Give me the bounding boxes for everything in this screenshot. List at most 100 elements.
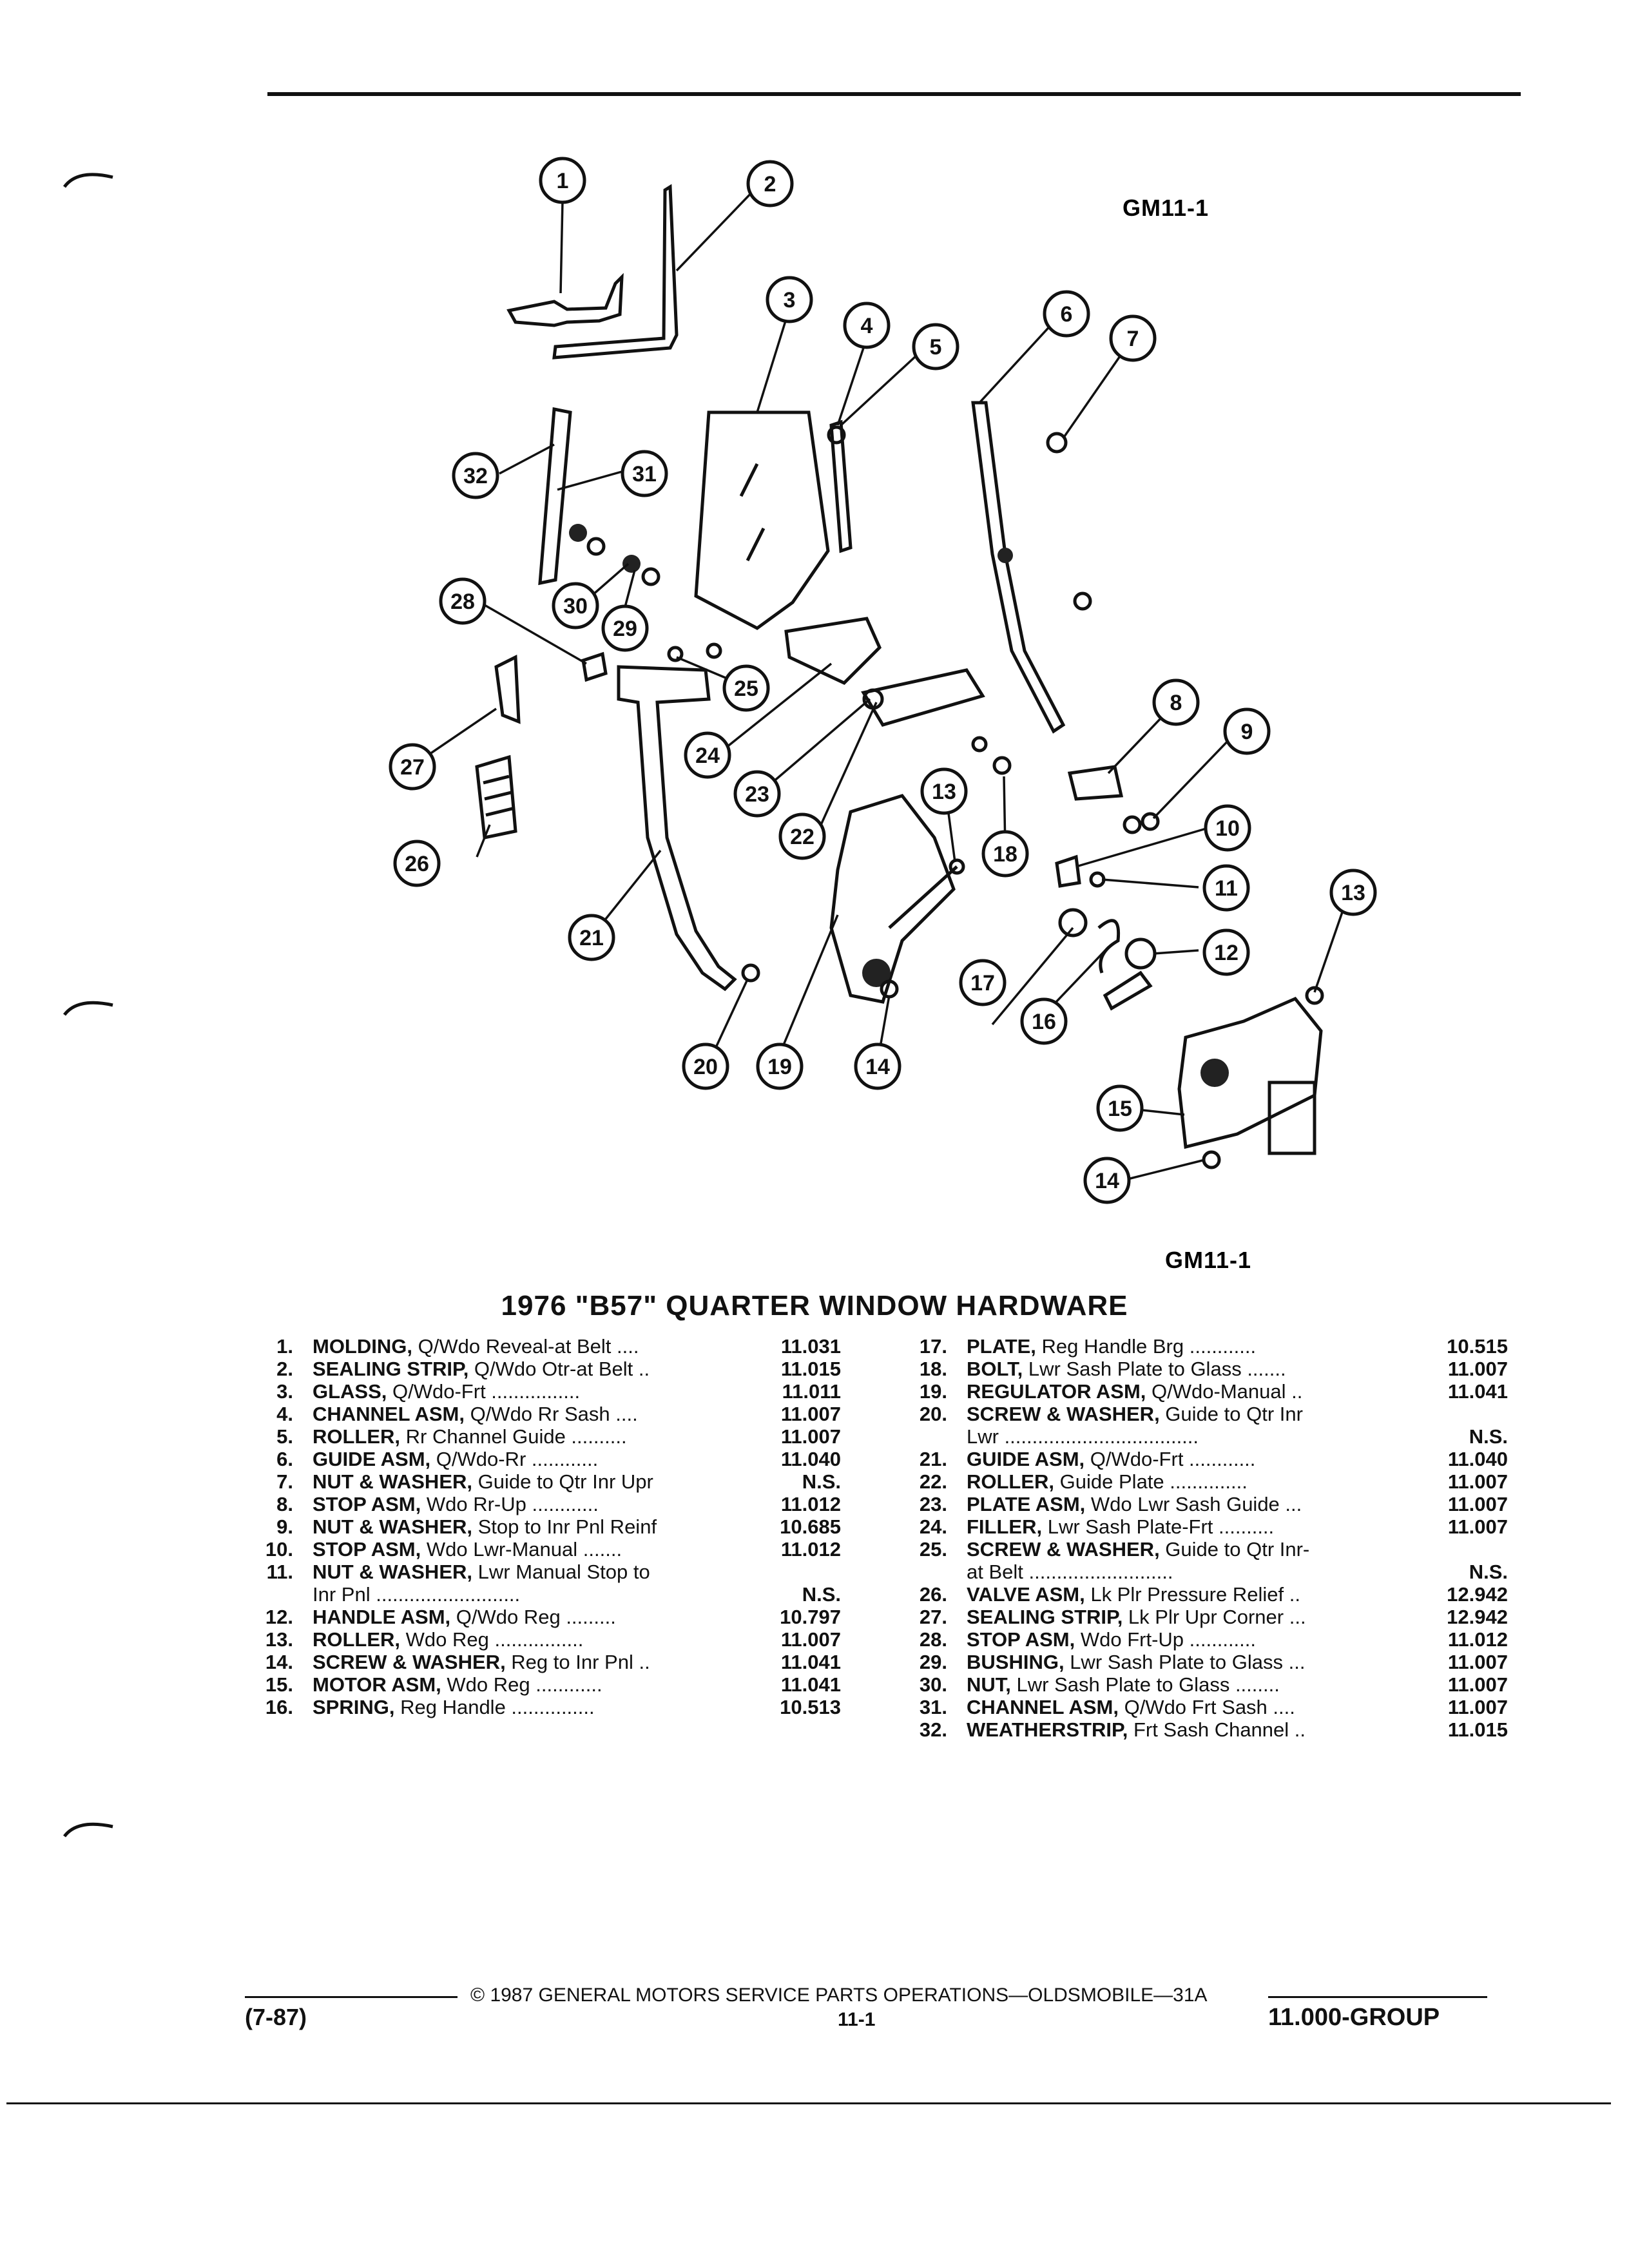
parts-list-right: 17.PLATE, Reg Handle Brg ............10.…	[902, 1335, 1521, 1741]
part-number: 6.	[276, 1448, 293, 1470]
part-detail: Frt Sash Channel	[1133, 1718, 1289, 1741]
parts-list-row: 29.BUSHING, Lwr Sash Plate to Glass ...1…	[902, 1651, 1521, 1673]
part-description: SPRING, Reg Handle ...............	[313, 1696, 751, 1718]
part-reference: N.S.	[1469, 1561, 1508, 1583]
part-manual-regulator	[829, 794, 956, 1004]
parts-list-row: 16.SPRING, Reg Handle ...............10.…	[248, 1696, 854, 1718]
part-rear-guide	[971, 401, 1066, 734]
footer-copyright: © 1987 GENERAL MOTORS SERVICE PARTS OPER…	[470, 1984, 1208, 2006]
part-molding	[506, 273, 624, 327]
part-detail: Q/Wdo-Frt	[1090, 1448, 1184, 1470]
leader-dots: ...	[1284, 1606, 1306, 1628]
part-detail: Guide to Qtr Inr Upr	[477, 1470, 653, 1493]
part-description: SCREW & WASHER, Guide to Qtr Inr	[967, 1403, 1418, 1425]
part-detail: Lwr Sash Plate to Glass	[1028, 1358, 1242, 1380]
callout-14b: 14	[1083, 1157, 1131, 1204]
parts-list-row: 10.STOP ASM, Wdo Lwr-Manual .......11.01…	[248, 1538, 854, 1561]
part-name: SEALING STRIP,	[313, 1358, 474, 1380]
svg-text:1: 1	[557, 169, 569, 193]
parts-list-row: 19.REGULATOR ASM, Q/Wdo-Manual ..11.041	[902, 1380, 1521, 1403]
part-name: VALVE ASM,	[967, 1583, 1091, 1606]
footer-date-code: (7-87)	[245, 2004, 307, 2030]
part-number: 24.	[919, 1515, 947, 1538]
part-handle	[1103, 970, 1153, 1011]
part-name: PLATE,	[967, 1335, 1042, 1358]
part-reference: 11.007	[1447, 1358, 1508, 1380]
part-number: 29.	[919, 1651, 947, 1673]
part-name: STOP ASM,	[313, 1538, 427, 1561]
part-description: SCREW & WASHER, Reg to Inr Pnl ..	[313, 1651, 751, 1673]
part-description: GUIDE ASM, Q/Wdo-Rr ............	[313, 1448, 751, 1470]
leader-dots: ...	[1279, 1493, 1302, 1515]
part-reference: 11.031	[780, 1335, 841, 1358]
part-description: NUT & WASHER, Lwr Manual Stop to	[313, 1561, 751, 1583]
leader-dots: ............	[1184, 1628, 1257, 1651]
svg-text:3: 3	[784, 288, 796, 312]
leader-dots: ...................................	[998, 1425, 1199, 1448]
part-number: 26.	[919, 1583, 947, 1606]
part-name: CHANNEL ASM,	[313, 1403, 470, 1425]
svg-text:14: 14	[1095, 1169, 1119, 1193]
part-detail: Q/Wdo Otr-at Belt	[474, 1358, 633, 1380]
part-name: SEALING STRIP,	[967, 1606, 1128, 1628]
part-description: SEALING STRIP, Q/Wdo Otr-at Belt ..	[313, 1358, 751, 1380]
callout-25: 25	[722, 664, 770, 712]
part-number: 12.	[265, 1606, 293, 1628]
part-name: SCREW & WASHER,	[967, 1538, 1166, 1561]
callout-27: 27	[389, 743, 436, 791]
part-description: Lwr ...................................	[967, 1425, 1418, 1448]
leader-dots: .......	[577, 1538, 622, 1561]
part-reference: 11.012	[1447, 1628, 1508, 1651]
part-detail: Guide to Qtr Inr	[1165, 1403, 1303, 1425]
part-name: NUT & WASHER,	[313, 1470, 478, 1493]
part-description: STOP ASM, Wdo Lwr-Manual .......	[313, 1538, 751, 1561]
part-detail: Stop to Inr Pnl Reinf	[477, 1515, 657, 1538]
part-reference: 11.007	[1447, 1651, 1508, 1673]
leader-dots: ..............	[1164, 1470, 1248, 1493]
callout-14a: 14	[854, 1043, 901, 1090]
part-name: ROLLER,	[313, 1425, 406, 1448]
parts-list-row: 26.VALVE ASM, Lk Plr Pressure Relief ..1…	[902, 1583, 1521, 1606]
callout-16: 16	[1020, 997, 1068, 1045]
part-description: MOLDING, Q/Wdo Reveal-at Belt ....	[313, 1335, 751, 1358]
svg-text:23: 23	[745, 782, 769, 807]
part-detail: at Belt	[967, 1561, 1023, 1583]
svg-text:9: 9	[1241, 720, 1253, 744]
part-number: 27.	[919, 1606, 947, 1628]
part-detail: Guide Plate	[1059, 1470, 1164, 1493]
part-number: 8.	[276, 1493, 293, 1515]
part-detail: Q/Wdo-Manual	[1152, 1380, 1286, 1403]
part-number: 16.	[265, 1696, 293, 1718]
svg-text:30: 30	[563, 594, 588, 619]
part-reference: 11.012	[780, 1538, 841, 1561]
parts-list-row: Lwr ................................... N…	[902, 1425, 1521, 1448]
parts-list-row: 3.GLASS, Q/Wdo-Frt ................11.01…	[248, 1380, 854, 1403]
part-number: 15.	[265, 1673, 293, 1696]
part-description: REGULATOR ASM, Q/Wdo-Manual ..	[967, 1380, 1418, 1403]
part-front-guide	[617, 665, 737, 992]
part-number: 7.	[276, 1470, 293, 1493]
leader-dots: ..	[1286, 1380, 1303, 1403]
part-description: SCREW & WASHER, Guide to Qtr Inr-	[967, 1538, 1418, 1561]
callout-24: 24	[684, 731, 731, 779]
svg-text:12: 12	[1214, 941, 1239, 965]
part-detail: Wdo Lwr-Manual	[426, 1538, 578, 1561]
leader-dots: ..........	[1213, 1515, 1275, 1538]
part-name: NUT & WASHER,	[313, 1515, 478, 1538]
part-reference: N.S.	[1469, 1425, 1508, 1448]
part-description: SEALING STRIP, Lk Plr Upr Corner ...	[967, 1606, 1418, 1628]
svg-text:4: 4	[861, 314, 873, 338]
leader-dots: ....	[610, 1403, 638, 1425]
parts-list-row: 2.SEALING STRIP, Q/Wdo Otr-at Belt ..11.…	[248, 1358, 854, 1380]
part-description: PLATE, Reg Handle Brg ............	[967, 1335, 1418, 1358]
leader-dots: ................	[488, 1628, 584, 1651]
parts-list-row: 8.STOP ASM, Wdo Rr-Up ............11.012	[248, 1493, 854, 1515]
part-detail: Wdo Reg	[447, 1673, 530, 1696]
parts-list-row: 11.NUT & WASHER, Lwr Manual Stop to	[248, 1561, 854, 1583]
svg-text:15: 15	[1108, 1097, 1132, 1121]
parts-list-row: 14.SCREW & WASHER, Reg to Inr Pnl ..11.0…	[248, 1651, 854, 1673]
svg-text:21: 21	[579, 926, 604, 950]
callout-26: 26	[393, 840, 441, 887]
leader-dots: ..........................	[370, 1583, 521, 1606]
part-reference: 11.041	[780, 1673, 841, 1696]
